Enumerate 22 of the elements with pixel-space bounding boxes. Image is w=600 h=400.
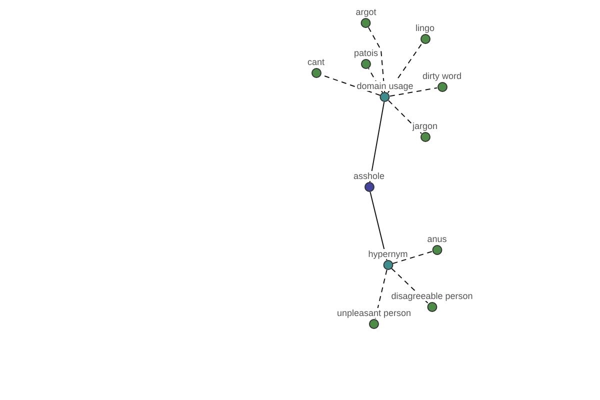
node-label: unpleasant person (336, 308, 412, 318)
connector (369, 101, 385, 183)
node-label: cant (308, 57, 324, 67)
dashed-connector (391, 268, 429, 304)
connector (370, 191, 388, 261)
node-label: jargon (412, 121, 438, 131)
dashed-connector (389, 87, 438, 97)
node-label: dirty word (422, 71, 462, 81)
node-label: argot (356, 7, 376, 17)
dashed-connector (368, 68, 383, 94)
dashed-connector (368, 26, 386, 93)
node-label: domain usage (356, 81, 414, 91)
node-label: disagreeable person (391, 291, 473, 301)
dashed-connector (388, 100, 422, 134)
node-label: hypernym (368, 249, 408, 259)
dashed-connector (374, 269, 388, 320)
dashed-connector (387, 42, 423, 94)
dashed-connector (392, 250, 433, 264)
node-label: lingo (416, 23, 434, 33)
node-label: asshole (353, 171, 385, 181)
node-label: anus (427, 234, 447, 244)
node-label: patois (354, 48, 378, 58)
